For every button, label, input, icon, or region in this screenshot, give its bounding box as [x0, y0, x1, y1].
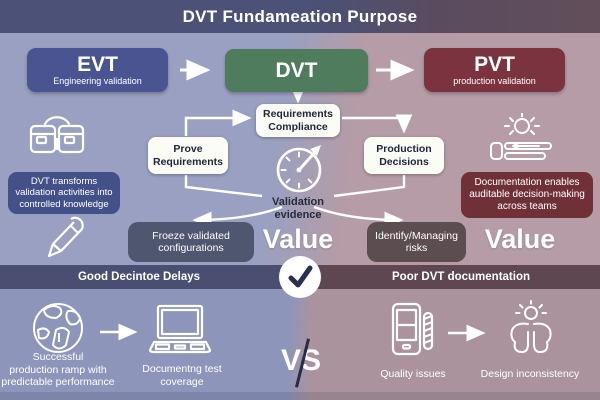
brain-globe-icon [33, 303, 83, 353]
dvt-stage-box: DVT [225, 49, 368, 92]
bottom-background [0, 289, 600, 400]
value-label-left: Value [262, 224, 334, 254]
page-title: DVT Fundameation Purpose [0, 0, 600, 33]
prove-requirements-box: Prove Requirements [148, 137, 228, 174]
good-header: Good Decintoe Delays [77, 271, 201, 283]
production-decisions-box: Production Decisions [364, 137, 444, 174]
poor-item-1-label: Quality issues [380, 368, 446, 380]
evt-subtitle: Engineering validation [53, 75, 142, 86]
value-label-right: Value [484, 224, 556, 254]
laptop-icon [148, 304, 212, 354]
validation-evidence-label: Validation evidence [272, 196, 324, 221]
dvt-title: DVT [275, 58, 318, 82]
marker-sparkle-icon [490, 113, 552, 160]
right-note-box: Documentation enables auditable decision… [461, 172, 593, 218]
freeze-configurations-box: Froeze validated configurations [128, 222, 254, 262]
bottom-shade-strip [0, 392, 600, 400]
good-item-2-label: Documentng test coverage [142, 363, 222, 388]
gauge-icon [276, 145, 322, 193]
poor-item-2-label: Design inconsistency [480, 368, 580, 380]
poor-header: Poor DVT documentation [392, 271, 530, 283]
pvt-title: PVT [474, 52, 515, 76]
phone-coil-icon [391, 302, 434, 356]
pvt-subtitle: production validation [453, 75, 536, 86]
requirements-compliance-box: Requirements Compliance [256, 104, 340, 137]
good-item-1-label: Successful production ramp with predicta… [1, 351, 115, 388]
check-circle-icon [279, 256, 321, 298]
pvt-stage-box: PVT production validation [424, 48, 565, 92]
identify-risks-box: Identify/Managing risks [367, 222, 466, 262]
evt-stage-box: EVT Engineering validation [27, 48, 168, 92]
briefcase-bags-icon [29, 116, 85, 154]
left-note-box: DVT transforms validation activities int… [8, 172, 120, 214]
idea-head-icon [510, 300, 552, 353]
evt-title: EVT [77, 52, 118, 76]
pencil-icon [47, 216, 84, 258]
